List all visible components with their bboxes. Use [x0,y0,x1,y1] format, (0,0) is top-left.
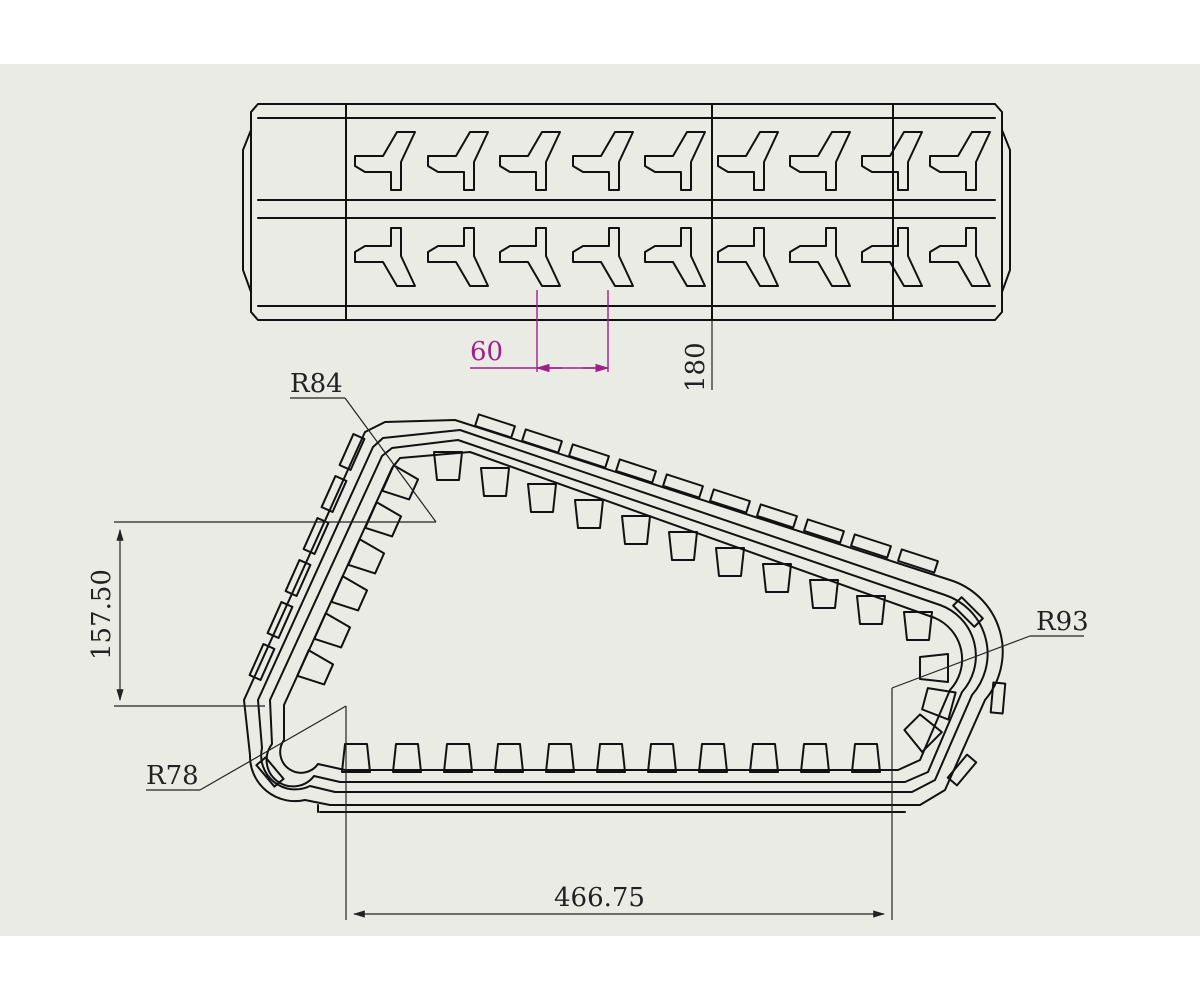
r84-label: R84 [290,369,343,399]
guide-lug [800,743,830,773]
guide-lug [921,687,957,721]
height-dimension: 157.50 [87,521,436,707]
guide-lug [647,743,677,773]
tread-lug [499,131,561,191]
tread-lug [427,131,489,191]
tread-lug [644,227,706,287]
width-label: 180 [681,342,711,392]
guide-lug [443,743,473,773]
r78-label: R78 [146,761,199,791]
guide-lug [527,483,557,513]
tread-pad [568,443,610,469]
tread-pad [952,596,984,628]
guide-lug [433,451,463,481]
guide-lug [596,743,626,773]
guide-lug [494,743,524,773]
track-side-view [243,413,1007,813]
tread-pad [756,503,798,529]
tread-lug [354,227,416,287]
tread-lug [717,131,779,191]
guide-lug [330,575,369,612]
tread-pad [709,488,751,514]
guide-lug [851,743,881,773]
guide-lug [545,743,575,773]
tread-lug [499,227,561,287]
guide-lug [919,653,949,683]
tread-lug [789,227,851,287]
height-label: 157.50 [87,569,117,660]
guide-lug [392,743,422,773]
guide-lug [296,649,335,686]
guide-lug [809,579,839,609]
guide-lug [313,612,352,649]
length-label: 466.75 [554,883,645,913]
tread-pad [521,428,563,454]
tread-pad [474,413,516,439]
guide-lug [381,464,420,501]
guide-lug [668,531,698,561]
tread-lug [354,131,416,191]
guide-lug [698,743,728,773]
tread-pad [662,473,704,499]
tread-pad [338,433,366,471]
pitch-dimension: 60 [470,290,610,373]
tread-pad [266,601,294,639]
tread-pad [989,681,1007,715]
width-dimension: 180 [681,320,713,392]
guide-lug [856,595,886,625]
tread-pad [946,753,978,787]
guide-lug [341,743,371,773]
pitch-label: 60 [470,337,503,367]
tread-lug [644,131,706,191]
tread-lug [789,131,851,191]
length-dimension: 466.75 [345,688,893,920]
guide-lug [621,515,651,545]
tread-pad [284,559,312,597]
guide-lug [364,501,403,538]
r84-annotation: R84 [290,369,437,523]
tread-lug [427,227,489,287]
guide-lug [762,563,792,593]
r78-annotation: R78 [146,705,347,791]
tread-lug [929,131,991,191]
tread-lug [572,131,634,191]
tread-lug [717,227,779,287]
guide-lug [749,743,779,773]
tread-pad [615,458,657,484]
guide-lug [347,538,386,575]
tread-pad [255,756,285,788]
r93-label: R93 [1036,607,1089,637]
guide-lug [480,467,510,497]
tread-pad [897,548,939,574]
tread-lug [929,227,991,287]
tread-pad [302,517,330,555]
guide-lug [903,611,933,641]
track-top-view [242,103,1011,321]
guide-lug [715,547,745,577]
guide-lug [574,499,604,529]
tread-lug [861,131,923,191]
guide-lug [903,713,943,753]
tread-pad [803,518,845,544]
r93-annotation: R93 [891,607,1089,689]
tread-lug [861,227,923,287]
tread-pad [248,643,276,681]
tread-pad [850,533,892,559]
tread-pad [320,475,348,513]
tread-lug [572,227,634,287]
